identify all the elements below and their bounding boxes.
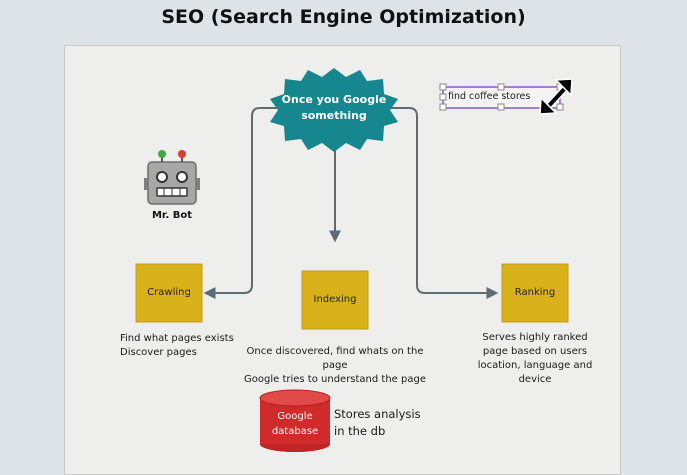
search-box-text: find coffee stores <box>448 91 531 102</box>
crawling-box <box>135 263 203 323</box>
arrow-to-ranking <box>388 107 499 299</box>
ranking-caption: Serves highly ranked page based on users… <box>470 331 600 387</box>
indexing-caption-line: Google tries to understand the page <box>244 374 426 385</box>
database-caption-line: Stores analysis <box>334 407 421 421</box>
indexing-caption-line: Once discovered, find whats on the page <box>246 346 424 371</box>
starburst-shape <box>270 68 398 152</box>
ranking-label: Ranking <box>514 287 556 298</box>
starburst-text: Once you Google something <box>281 93 387 122</box>
arrow-to-crawling <box>203 107 280 299</box>
crawling-caption-line: Discover pages <box>120 347 197 358</box>
crawling-caption-line: Find what pages exists <box>120 333 234 344</box>
database-icon <box>259 389 331 452</box>
ranking-box <box>501 263 569 323</box>
resize-cursor-icon <box>539 78 573 115</box>
search-box <box>439 83 564 111</box>
database-label-line: Google <box>277 411 313 422</box>
ranking-caption-line: page based on users <box>482 346 588 357</box>
page-title: SEO (Search Engine Optimization) <box>161 6 526 28</box>
bot-label: Mr. Bot <box>151 210 192 221</box>
database-label-line: database <box>271 426 319 437</box>
indexing-caption: Once discovered, find whats on the page … <box>234 345 436 387</box>
indexing-box <box>301 270 369 330</box>
database-label: Google database <box>260 409 330 439</box>
crawling-caption: Find what pages exists Discover pages <box>120 332 234 360</box>
ranking-caption-line: location, language and <box>477 360 593 371</box>
diagram-canvas <box>64 45 621 475</box>
ranking-caption-line: Serves highly ranked <box>482 332 588 343</box>
database-caption-line: in the db <box>334 424 386 438</box>
crawling-label: Crawling <box>147 287 191 298</box>
database-caption: Stores analysis in the db <box>334 406 421 440</box>
robot-icon <box>144 150 200 205</box>
indexing-label: Indexing <box>313 294 357 305</box>
ranking-caption-line: device <box>518 374 552 385</box>
